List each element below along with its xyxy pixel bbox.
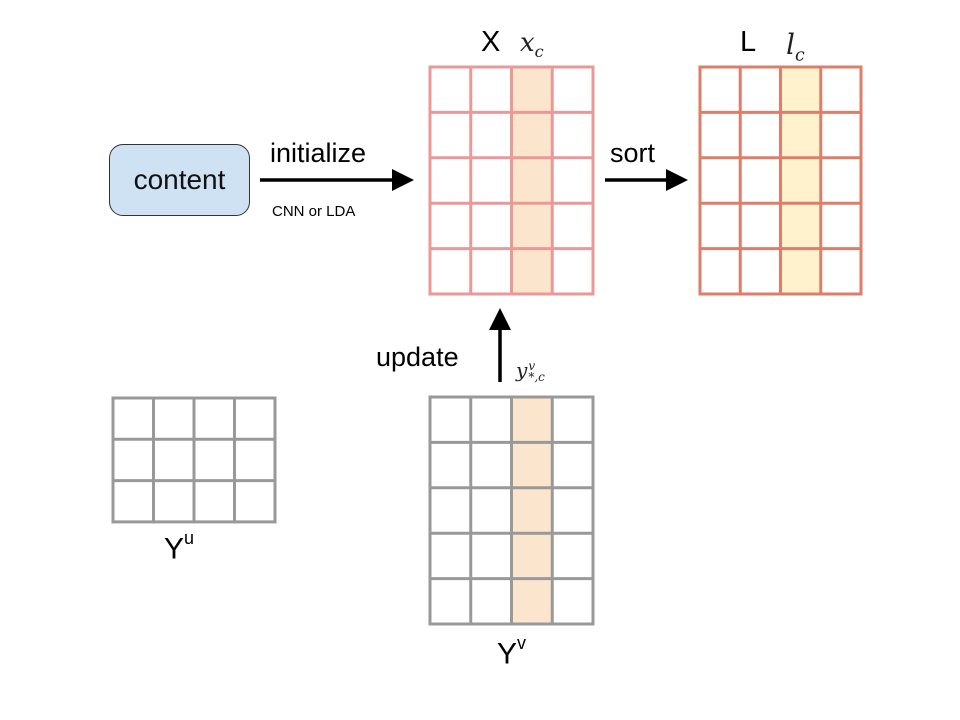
matrix-yu-label: Yu — [164, 528, 195, 566]
matrix-x-column-label: xc — [520, 28, 544, 62]
matrix-x-label: X — [481, 26, 501, 58]
matrix-l-column-label: lc — [786, 28, 805, 66]
matrix-x-grid — [428, 65, 595, 296]
sort-label: sort — [610, 138, 656, 168]
sort-arrowhead — [666, 169, 688, 191]
matrix-yu-grid — [111, 396, 277, 524]
matrix-yv-label: Yv — [497, 633, 527, 671]
matrix-yv-grid — [428, 395, 595, 626]
matrix-l-label: L — [740, 26, 757, 58]
content-label: content — [133, 164, 226, 195]
initialize-label: initialize — [270, 138, 367, 168]
update-label: update — [376, 342, 459, 372]
matrix-l-grid — [698, 65, 863, 296]
content-node: content — [109, 144, 250, 216]
initialize-sublabel: CNN or LDA — [272, 203, 356, 220]
matrix-yv-highlight-column — [511, 397, 553, 624]
matrix-l-highlight-column — [780, 67, 821, 294]
initialize-arrowhead — [392, 169, 414, 191]
matrix-x-highlight-column — [511, 67, 553, 294]
update-arrowhead — [489, 308, 511, 330]
